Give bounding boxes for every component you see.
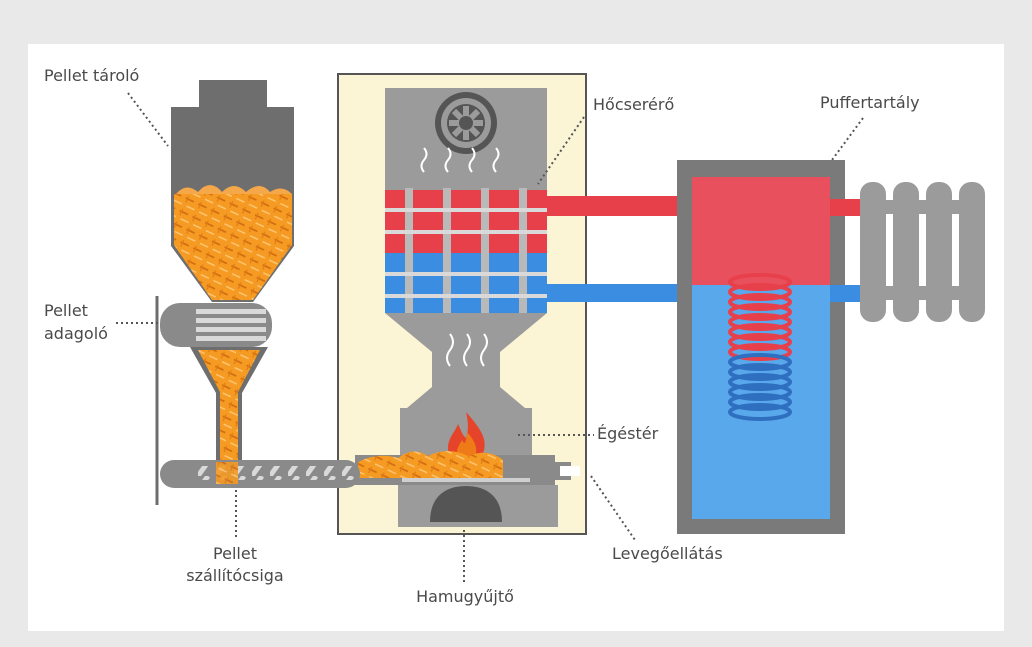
coil-turn xyxy=(728,393,792,411)
stored-pellets xyxy=(174,194,292,300)
pellet-feeder xyxy=(160,303,272,470)
label-combustion-chamber: Égéstér xyxy=(597,424,659,443)
label-pellet-storage: Pellet tároló xyxy=(44,66,140,85)
label-ash-collector: Hamugyűjtő xyxy=(416,587,514,606)
label-pellet-feeder-line2: adagoló xyxy=(44,324,108,343)
ash-collector xyxy=(430,486,502,522)
coil-turn xyxy=(728,343,792,361)
heat-waves-icon xyxy=(420,147,500,173)
chute-pellets xyxy=(198,350,260,468)
duct-base xyxy=(407,387,525,408)
pellet-auger xyxy=(160,460,360,488)
hopper-lid xyxy=(199,80,267,107)
label-pellet-auger-line2: szállítócsiga xyxy=(186,566,284,585)
coil-turn xyxy=(728,323,792,341)
radiator-return-pipe xyxy=(830,285,860,302)
label-heat-exchanger: Hőcserérő xyxy=(593,95,675,114)
coil-turn xyxy=(728,383,792,401)
exchanger-tubes xyxy=(405,188,527,313)
radiator-supply-pipe xyxy=(830,199,860,216)
leader-heat-exchanger xyxy=(537,116,585,185)
leader-lines xyxy=(116,92,864,582)
exchanger-fins xyxy=(385,208,547,298)
cold-water-pipe xyxy=(547,284,693,302)
label-pellet-feeder-line1: Pellet xyxy=(44,301,88,320)
coil-turn xyxy=(728,313,792,331)
fan-icon xyxy=(435,92,497,154)
label-air-supply: Levegőellátás xyxy=(612,544,723,563)
pellet-pile-top xyxy=(176,185,292,194)
radiator-icon xyxy=(860,182,985,322)
pellet-storage xyxy=(171,80,294,302)
tank-hot-zone xyxy=(692,177,830,285)
hot-water-pipe xyxy=(547,196,693,216)
radiator-header xyxy=(860,200,985,214)
coil-turn xyxy=(728,303,792,321)
grate xyxy=(402,478,530,482)
coil-icon xyxy=(728,273,792,421)
leader-buffer-tank xyxy=(831,117,864,161)
coil-turn xyxy=(728,353,792,371)
coil-turn xyxy=(728,363,792,381)
coil-turn xyxy=(728,333,792,351)
radiator-header xyxy=(860,286,985,300)
coil-turn xyxy=(728,273,792,291)
coil-turn xyxy=(728,373,792,391)
buffer-tank xyxy=(677,160,845,534)
coil-turn xyxy=(728,293,792,311)
leader-pellet-storage xyxy=(127,92,169,147)
feeder-screw xyxy=(196,309,266,341)
label-buffer-tank: Puffertartály xyxy=(820,93,920,112)
duct-heat-waves-icon xyxy=(446,333,488,367)
heat-exchanger xyxy=(385,188,547,313)
label-pellet-auger-line1: Pellet xyxy=(213,544,257,563)
burning-pellets xyxy=(358,451,503,478)
coil-turn xyxy=(728,403,792,421)
coil-turn xyxy=(728,283,792,301)
